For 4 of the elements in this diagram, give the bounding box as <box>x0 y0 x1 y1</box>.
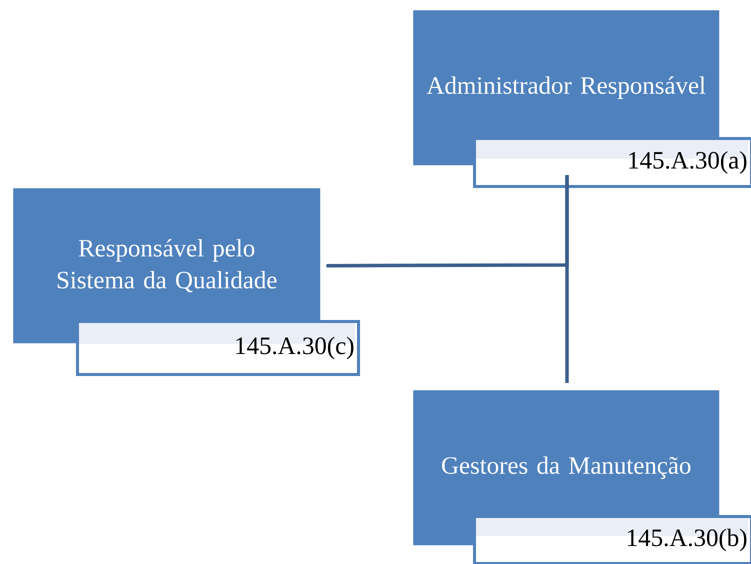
code-box: 145.A.30(b) <box>473 515 751 564</box>
code-box: 145.A.30(a) <box>473 137 751 188</box>
code-box: 145.A.30(c) <box>76 320 360 376</box>
connector-line <box>326 175 569 268</box>
